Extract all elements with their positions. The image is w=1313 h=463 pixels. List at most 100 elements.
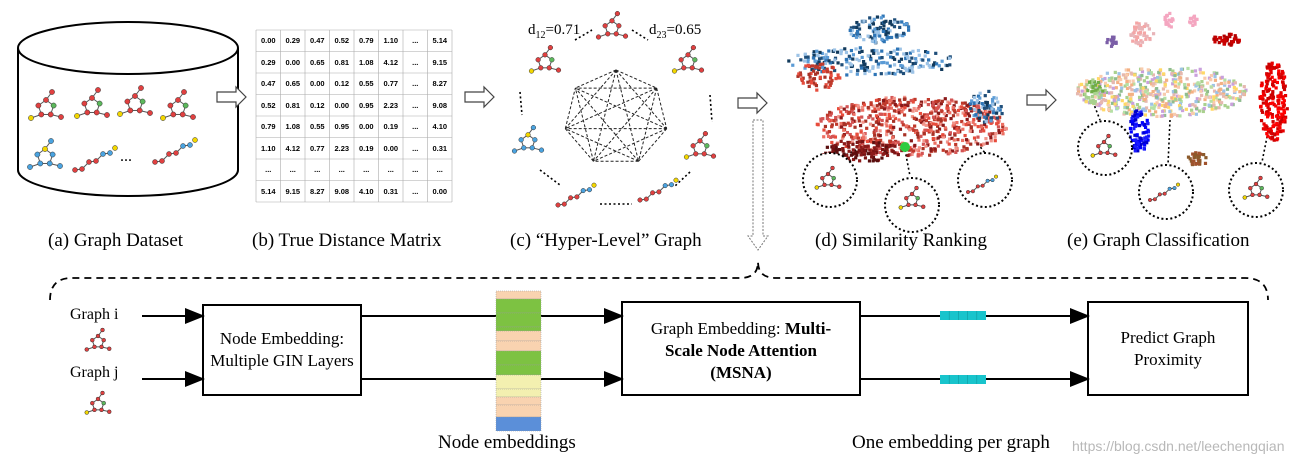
- matrix-cell: ...: [412, 122, 419, 131]
- matrix-cell: 4.10: [432, 122, 448, 131]
- molecule-icon: [814, 165, 842, 190]
- matrix-cell: 0.19: [358, 143, 374, 153]
- hyper-edge: [638, 128, 668, 162]
- matrix-cell: 0.00: [260, 36, 276, 45]
- class-cluster-purple: [1105, 35, 1118, 48]
- matrix-cell: 0.12: [334, 79, 350, 88]
- matrix-cell: 0.31: [383, 186, 399, 196]
- matrix-cell: ...: [363, 165, 370, 174]
- matrix-cell: ...: [412, 186, 419, 196]
- molecule-icon: [1242, 175, 1270, 200]
- matrix-cell: 0.81: [334, 57, 350, 67]
- matrix-cell: 0.19: [383, 122, 399, 131]
- chain-molecule-icon: [1148, 182, 1180, 202]
- molecule-icon: [683, 131, 717, 160]
- hollow-arrow-down: [747, 119, 769, 251]
- hyper-edge: [638, 87, 658, 162]
- graph-i-label: Graph i: [70, 306, 119, 323]
- matrix-cell: 4.10: [358, 186, 374, 196]
- hyper-edge: [593, 128, 667, 162]
- distance-d12: d12=0.71: [528, 22, 581, 41]
- hyper-edge: [575, 87, 667, 130]
- matrix-cell: 2.23: [334, 143, 350, 153]
- caption-graph-dataset: (a) Graph Dataset: [48, 230, 184, 251]
- matrix-cell: 0.12: [309, 100, 325, 110]
- node-embedding-box: [202, 304, 362, 396]
- molecule-icon: [1090, 133, 1118, 158]
- caption-distance-matrix: (b) True Distance Matrix: [252, 230, 442, 251]
- hyper-edge: [574, 87, 594, 162]
- matrix-cell: 4.12: [285, 143, 301, 153]
- matrix-cell: 9.08: [334, 186, 350, 196]
- hyper-edge: [615, 69, 657, 89]
- matrix-cell: 9.15: [285, 186, 301, 196]
- matrix-cell: 1.08: [285, 122, 301, 131]
- molecule-icon: [671, 45, 705, 74]
- matrix-cell: 0.95: [358, 100, 374, 110]
- graph-embedding-box-label: Graph Embedding: Multi- Scale Node Atten…: [650, 319, 832, 382]
- matrix-cell: 8.27: [309, 186, 325, 196]
- one-embedding-label: One embedding per graph: [852, 432, 1050, 453]
- bottom-bracket: [49, 261, 1269, 301]
- bottom-molecules: [84, 327, 112, 415]
- dataset-molecules: [27, 85, 198, 173]
- query-marker: [900, 142, 910, 152]
- matrix-cell: 0.31: [432, 143, 448, 153]
- node-embedding-box-label: Node Embedding: Multiple GIN Layers: [210, 329, 354, 370]
- matrix-cell: 0.77: [383, 79, 399, 88]
- node-embeddings-stack: [495, 290, 542, 432]
- matrix-cell: ...: [412, 143, 419, 153]
- matrix-cell: 0.00: [334, 100, 350, 110]
- scatter-cluster-red-left: [796, 62, 842, 92]
- hyper-edge: [593, 87, 658, 162]
- ranking-circle: [957, 152, 1013, 208]
- matrix-cell: 0.00: [383, 143, 399, 153]
- caption-similarity-ranking: (d) Similarity Ranking: [815, 230, 988, 251]
- chain-molecule-icon: [152, 137, 198, 165]
- matrix-cell: 0.52: [260, 100, 276, 110]
- matrix-cell: 9.08: [432, 100, 448, 110]
- graph-embedding-bar-j: [940, 375, 986, 384]
- node-embeddings-label: Node embeddings: [438, 432, 576, 453]
- matrix-cell: 0.47: [260, 79, 276, 88]
- predict-box: [1087, 301, 1249, 396]
- hyper-edge: [564, 87, 576, 129]
- matrix-cell: 0.79: [358, 36, 374, 45]
- hyper-link: [974, 139, 986, 154]
- matrix-cell: 0.00: [432, 186, 448, 196]
- matrix-cell: 5.14: [260, 186, 276, 196]
- hyper-link: [631, 29, 649, 41]
- chain-molecule-icon: [555, 182, 597, 208]
- class-cluster-pink2: [1163, 11, 1175, 29]
- matrix-cell: ...: [412, 165, 419, 174]
- matrix-cell: 0.47: [309, 36, 325, 45]
- scatter-cluster-blue-right: [968, 89, 1004, 124]
- hollow-arrow-a-b: [216, 85, 247, 109]
- hyper-edge: [565, 128, 639, 162]
- matrix-cell: 0.52: [334, 36, 350, 45]
- class-cluster-green: [1082, 78, 1105, 106]
- scatter-cluster-blue-arm: [787, 46, 952, 77]
- class-circle: [1077, 120, 1133, 176]
- hollow-arrow-c-d: [737, 91, 768, 115]
- molecule-icon: [898, 185, 926, 210]
- matrix-cell: 9.15: [432, 57, 448, 67]
- matrix-cell: 1.10: [383, 36, 399, 45]
- matrix-cell: ...: [412, 100, 419, 110]
- caption-graph-classification: (e) Graph Classification: [1067, 230, 1250, 251]
- matrix-cell: ...: [387, 165, 394, 174]
- matrix-cell: 0.81: [285, 100, 301, 110]
- dataset-ellipsis: ...: [120, 148, 132, 165]
- matrix-cell: 1.10: [260, 143, 276, 153]
- similarity-scatter: [787, 14, 1013, 233]
- molecule-icon: [528, 45, 562, 74]
- molecule-icon: [160, 89, 196, 121]
- hyper-edge: [615, 69, 640, 162]
- watermark: https://blog.csdn.net/leechengqian: [1072, 438, 1285, 454]
- matrix-cell: 0.00: [358, 122, 374, 131]
- caption-hyper-level-graph: (c) “Hyper-Level” Graph: [510, 230, 702, 251]
- molecule-icon: [28, 89, 64, 121]
- scatter-cluster-blue-top: [848, 14, 911, 45]
- matrix-cell: ...: [412, 36, 419, 45]
- chain-molecule-icon: [637, 177, 679, 203]
